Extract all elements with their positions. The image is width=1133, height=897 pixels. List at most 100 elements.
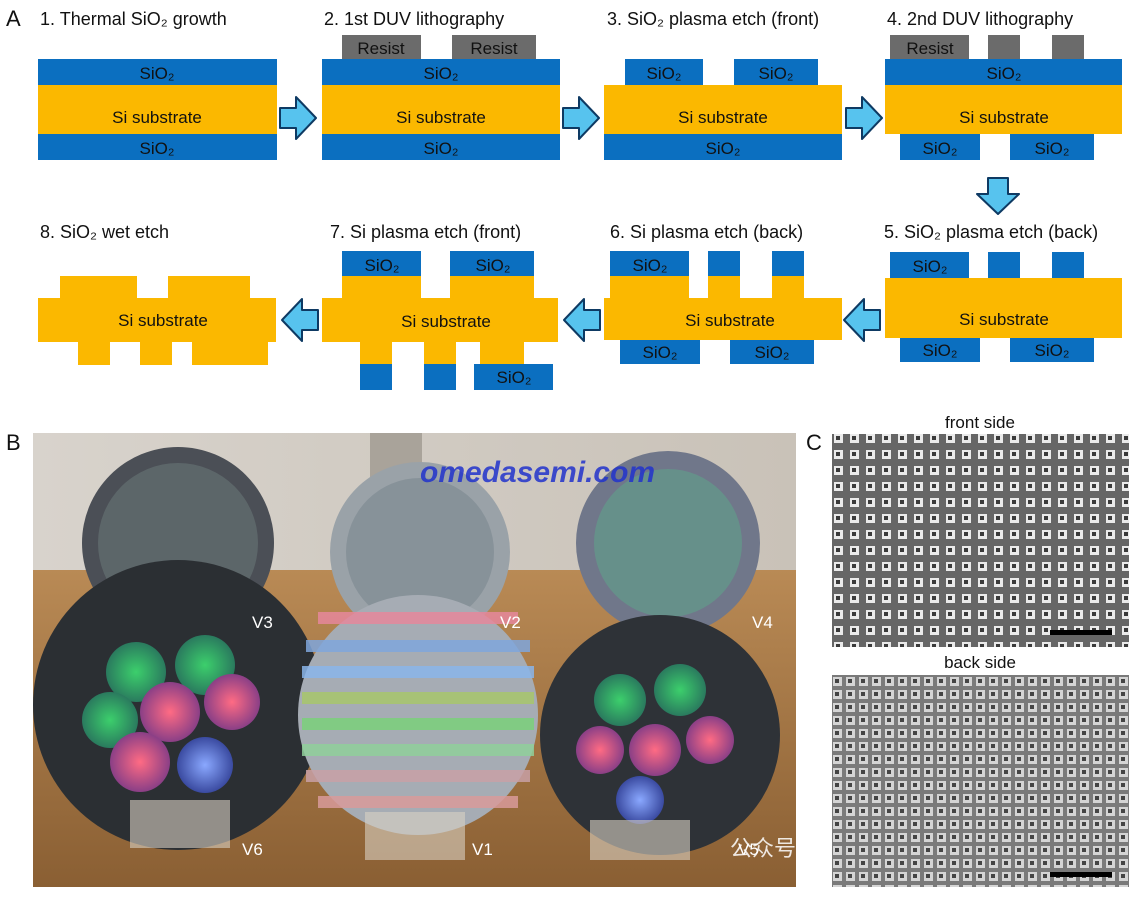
wafer-photo: V3 V2 V4 V6 V1 V5 omedasemi.com 公众号 · 光学…: [33, 433, 970, 887]
oxide-layer-top: [885, 59, 1122, 85]
step-7-diagram: SiO₂ SiO₂ Si substrate SiO₂: [322, 251, 558, 390]
oxide-label: SiO₂: [643, 343, 678, 362]
oxide-pillar: [708, 251, 740, 276]
arrow-left-icon: [563, 298, 601, 342]
scale-bar: [1050, 630, 1112, 635]
oxide-label: SiO₂: [759, 64, 794, 83]
panel-label-b: B: [6, 430, 21, 455]
oxide-label: SiO₂: [923, 341, 958, 360]
sem-front-title: front side: [945, 413, 1015, 432]
flow-arrows: [279, 96, 1020, 342]
substrate-layer: [885, 85, 1122, 134]
oxide-mask: [610, 251, 689, 276]
step-2-diagram: Resist Resist SiO₂ Si substrate SiO₂: [322, 35, 560, 160]
final-substrate: [38, 276, 276, 365]
wafer-label-v5: V5: [738, 840, 759, 859]
oxide-label: SiO₂: [913, 257, 948, 276]
oxide-mask: [620, 340, 700, 364]
oxide-label: SiO₂: [1035, 139, 1070, 158]
oxide-mask: [1010, 338, 1094, 362]
panel-label-c: C: [806, 430, 822, 455]
arrow-right-icon: [562, 96, 600, 140]
step-1-title: 1. Thermal SiO₂ growth: [40, 9, 227, 29]
resist-block: [890, 35, 969, 59]
arrow-left-icon: [843, 298, 881, 342]
substrate-label: Si substrate: [396, 108, 486, 127]
substrate-label: Si substrate: [112, 108, 202, 127]
oxide-label: SiO₂: [1035, 341, 1070, 360]
oxide-mask: [730, 340, 814, 364]
step-4-diagram: Resist SiO₂ Si substrate SiO₂ SiO₂: [885, 35, 1122, 160]
oxide-layer-top: [38, 59, 277, 85]
wafer-label-v3: V3: [252, 613, 273, 632]
substrate-layer: [322, 85, 560, 134]
oxide-label: SiO₂: [923, 139, 958, 158]
step-7-title: 7. Si plasma etch (front): [330, 222, 521, 242]
wafer-v4: [576, 451, 760, 635]
sem-front-image: [832, 434, 1129, 647]
oxide-label: SiO₂: [706, 139, 741, 158]
oxide-pillar: [772, 251, 804, 276]
arrow-down-icon: [976, 177, 1020, 215]
oxide-label: SiO₂: [633, 256, 668, 275]
substrate-layer: [38, 85, 277, 134]
step-8-title: 8. SiO₂ wet etch: [40, 222, 169, 242]
resist-label: Resist: [906, 39, 954, 58]
sem-back-image: [832, 675, 1129, 887]
oxide-pillar: [1052, 252, 1084, 278]
oxide-label: SiO₂: [140, 139, 175, 158]
oxide-mask: [890, 252, 969, 278]
resist-block: [1052, 35, 1084, 59]
oxide-mask: [900, 134, 980, 160]
step-1-diagram: SiO₂ Si substrate SiO₂: [38, 59, 277, 160]
oxide-label: SiO₂: [476, 256, 511, 275]
wafer-label-v1: V1: [472, 840, 493, 859]
step-5-title: 5. SiO₂ plasma etch (back): [884, 222, 1098, 242]
oxide-pillar: [424, 364, 456, 390]
oxide-label: SiO₂: [987, 64, 1022, 83]
oxide-label: SiO₂: [424, 139, 459, 158]
resist-label: Resist: [357, 39, 405, 58]
step-8-diagram: Si substrate: [38, 276, 276, 365]
step-6-diagram: SiO₂ Si substrate SiO₂ SiO₂: [604, 251, 842, 364]
wafer-label-v2: V2: [500, 613, 521, 632]
oxide-mask: [450, 251, 534, 276]
substrate-layer: [885, 278, 1122, 338]
oxide-pillar: [360, 364, 392, 390]
substrate-label: Si substrate: [678, 108, 768, 127]
wafer-label-v6: V6: [242, 840, 263, 859]
oxide-mask: [625, 59, 703, 85]
oxide-layer-bottom: [322, 134, 560, 160]
sem-back-title: back side: [944, 653, 1016, 672]
oxide-mask: [734, 59, 818, 85]
step-3-diagram: SiO₂ SiO₂ Si substrate SiO₂: [604, 59, 842, 160]
oxide-mask: [342, 251, 421, 276]
oxide-mask: [1010, 134, 1094, 160]
oxide-label: SiO₂: [365, 256, 400, 275]
oxide-layer-bottom: [604, 134, 842, 160]
oxide-label: SiO₂: [755, 343, 790, 362]
oxide-layer-top: [322, 59, 560, 85]
resist-block: [452, 35, 536, 59]
oxide-label: SiO₂: [497, 368, 532, 387]
etched-substrate: [604, 276, 842, 340]
step-6-title: 6. Si plasma etch (back): [610, 222, 803, 242]
arrow-left-icon: [281, 298, 319, 342]
oxide-mask: [900, 338, 980, 362]
resist-block: [342, 35, 421, 59]
arrow-right-icon: [845, 96, 883, 140]
watermark-text: omedasemi.com: [420, 456, 655, 489]
oxide-pillar: [988, 252, 1020, 278]
arrow-right-icon: [279, 96, 317, 140]
substrate-label: Si substrate: [118, 311, 208, 330]
resist-block: [988, 35, 1020, 59]
oxide-label: SiO₂: [140, 64, 175, 83]
substrate-label: Si substrate: [401, 312, 491, 331]
wafer-label-v4: V4: [752, 613, 773, 632]
substrate-layer: [604, 85, 842, 134]
oxide-mask: [474, 364, 553, 390]
panel-label-a: A: [6, 6, 21, 31]
step-3-title: 3. SiO₂ plasma etch (front): [607, 9, 819, 29]
scale-bar: [1050, 872, 1112, 877]
